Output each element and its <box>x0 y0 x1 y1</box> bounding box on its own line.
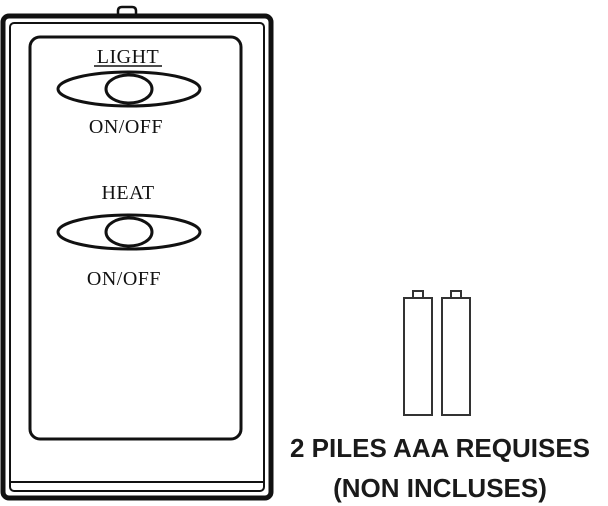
light-control: LIGHT ON/OFF <box>56 46 202 138</box>
heat-control: HEAT ON/OFF <box>56 182 202 290</box>
battery-1-body <box>403 297 433 416</box>
light-title: LIGHT <box>97 46 159 68</box>
battery-caption-line2: (NON INCLUSES) <box>333 473 547 503</box>
light-state-label: ON/OFF <box>89 116 163 138</box>
heat-title: HEAT <box>101 182 154 204</box>
heat-state-label: ON/OFF <box>87 268 161 290</box>
remote-top-nub <box>116 5 138 17</box>
battery-caption-line1: 2 PILES AAA REQUISES <box>289 433 591 463</box>
light-toggle-button[interactable] <box>56 70 202 108</box>
remote-outer-shell <box>0 13 274 501</box>
remote-face-panel <box>28 35 243 441</box>
heat-toggle-button[interactable] <box>56 213 202 251</box>
remote-inner-bevel <box>9 22 265 492</box>
light-toggle-knob-icon <box>104 73 154 105</box>
batteries-illustration <box>403 290 471 416</box>
heat-toggle-knob-icon <box>104 216 154 248</box>
battery-2-body <box>441 297 471 416</box>
remote-control <box>0 5 274 501</box>
battery-2-terminal <box>450 290 462 299</box>
aaa-battery-icon <box>403 290 433 416</box>
aaa-battery-icon <box>441 290 471 416</box>
battery-1-terminal <box>412 290 424 299</box>
